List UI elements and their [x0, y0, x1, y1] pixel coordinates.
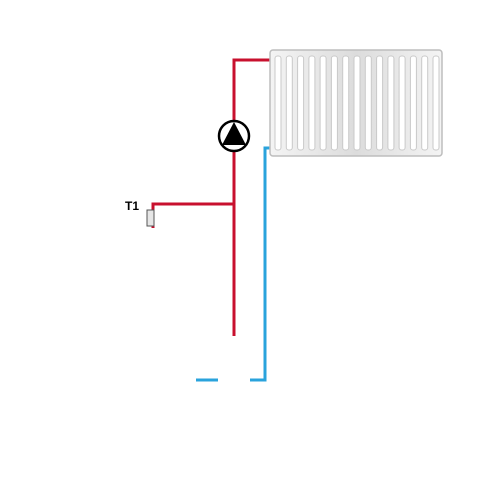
radiator-fin	[353, 55, 361, 151]
radiator-fin	[421, 55, 429, 151]
radiator-fin	[342, 55, 350, 151]
radiator-fin	[432, 55, 440, 151]
circulation-pump-icon	[217, 119, 251, 153]
radiator-fin	[409, 55, 417, 151]
radiator-fin	[285, 55, 293, 151]
sensor-label-t1: T1	[125, 199, 140, 213]
radiator-fin	[308, 55, 316, 151]
radiator-fin	[274, 55, 282, 151]
radiator-fin	[319, 55, 327, 151]
temperature-sensor-icon	[146, 209, 155, 227]
radiator-fin	[297, 55, 305, 151]
return-pipe	[196, 146, 272, 382]
radiator-fin	[376, 55, 384, 151]
radiator-fin	[387, 55, 395, 151]
radiator-fin	[364, 55, 372, 151]
supply-pipe	[151, 58, 272, 336]
radiator-fin	[398, 55, 406, 151]
radiator-icon	[269, 49, 443, 157]
radiator-fins	[274, 55, 440, 151]
radiator-fin	[330, 55, 338, 151]
